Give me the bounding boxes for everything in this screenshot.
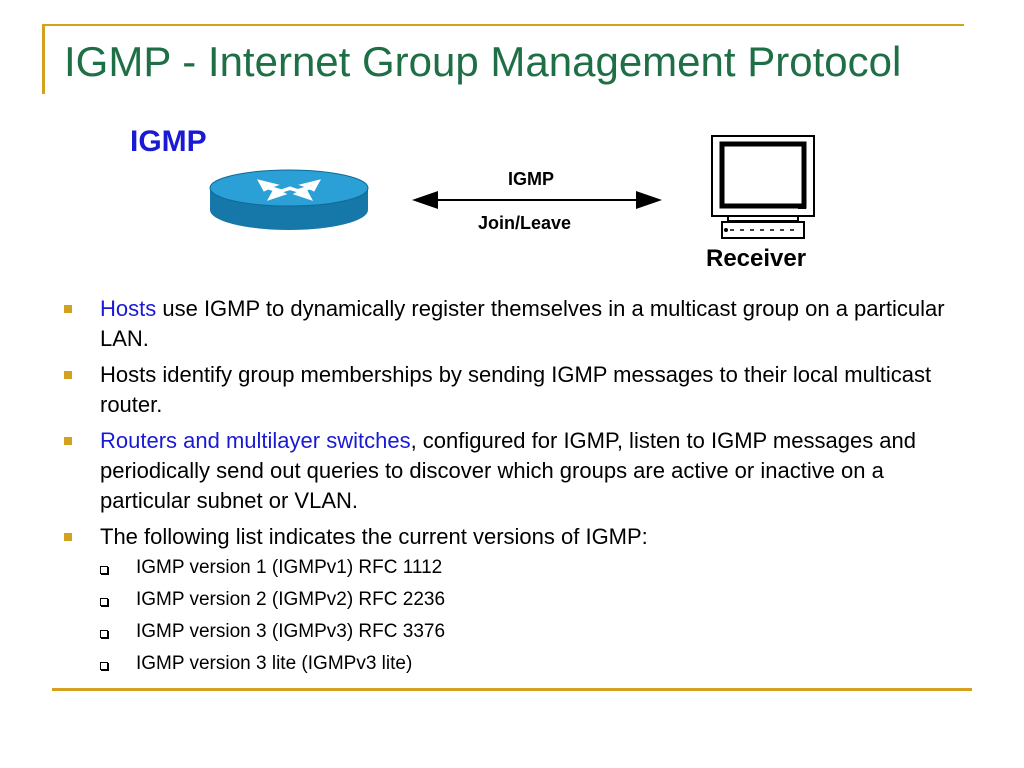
square-bullet-icon	[64, 371, 72, 379]
checkbox-bullet-icon	[100, 566, 108, 574]
square-bullet-icon	[64, 533, 72, 541]
bullet-item: Hosts use IGMP to dynamically register t…	[64, 294, 964, 354]
square-bullet-icon	[64, 437, 72, 445]
frame-top-rule	[42, 24, 964, 26]
version-item: IGMP version 2 (IGMPv2) RFC 2236	[100, 586, 964, 614]
version-text: IGMP version 2 (IGMPv2) RFC 2236	[136, 589, 446, 610]
double-arrow-icon	[412, 191, 662, 209]
slide-title: IGMP - Internet Group Management Protoco…	[64, 38, 902, 85]
version-text: IGMP version 1 (IGMPv1) RFC 1112	[136, 557, 443, 578]
computer-icon	[711, 135, 815, 239]
bullet-highlight: Routers and multilayer switches	[100, 428, 411, 453]
bullet-text: The following list indicates the current…	[100, 524, 648, 549]
version-list: IGMP version 1 (IGMPv1) RFC 1112 IGMP ve…	[100, 554, 964, 678]
version-text: IGMP version 3 lite (IGMPv3 lite)	[136, 653, 413, 674]
square-bullet-icon	[64, 305, 72, 313]
bullet-item: The following list indicates the current…	[64, 522, 964, 678]
frame-left-rule	[42, 24, 45, 94]
version-text: IGMP version 3 (IGMPv3) RFC 3376	[136, 621, 446, 642]
bullet-list: Hosts use IGMP to dynamically register t…	[64, 294, 964, 684]
checkbox-bullet-icon	[100, 598, 108, 606]
bullet-item: Hosts identify group memberships by send…	[64, 360, 964, 420]
version-item: IGMP version 3 lite (IGMPv3 lite)	[100, 650, 964, 678]
checkbox-bullet-icon	[100, 630, 108, 638]
bullet-highlight: Hosts	[100, 296, 157, 321]
bullet-item: Routers and multilayer switches, configu…	[64, 426, 964, 516]
version-item: IGMP version 1 (IGMPv1) RFC 1112	[100, 554, 964, 582]
bullet-text: use IGMP to dynamically register themsel…	[100, 296, 945, 351]
router-icon	[209, 169, 369, 230]
bullet-text: , configured for IGMP, listen to IGMP me…	[100, 428, 917, 513]
version-item: IGMP version 3 (IGMPv3) RFC 3376	[100, 618, 964, 646]
checkbox-bullet-icon	[100, 662, 108, 670]
bullet-text: Hosts identify group memberships by send…	[100, 362, 932, 417]
receiver-label: Receiver	[706, 245, 807, 272]
diagram-label: IGMP	[130, 125, 207, 158]
arrow-top-label: IGMP	[508, 169, 555, 189]
frame-bottom-rule	[52, 688, 972, 691]
arrow-bottom-label: Join/Leave	[478, 213, 572, 233]
